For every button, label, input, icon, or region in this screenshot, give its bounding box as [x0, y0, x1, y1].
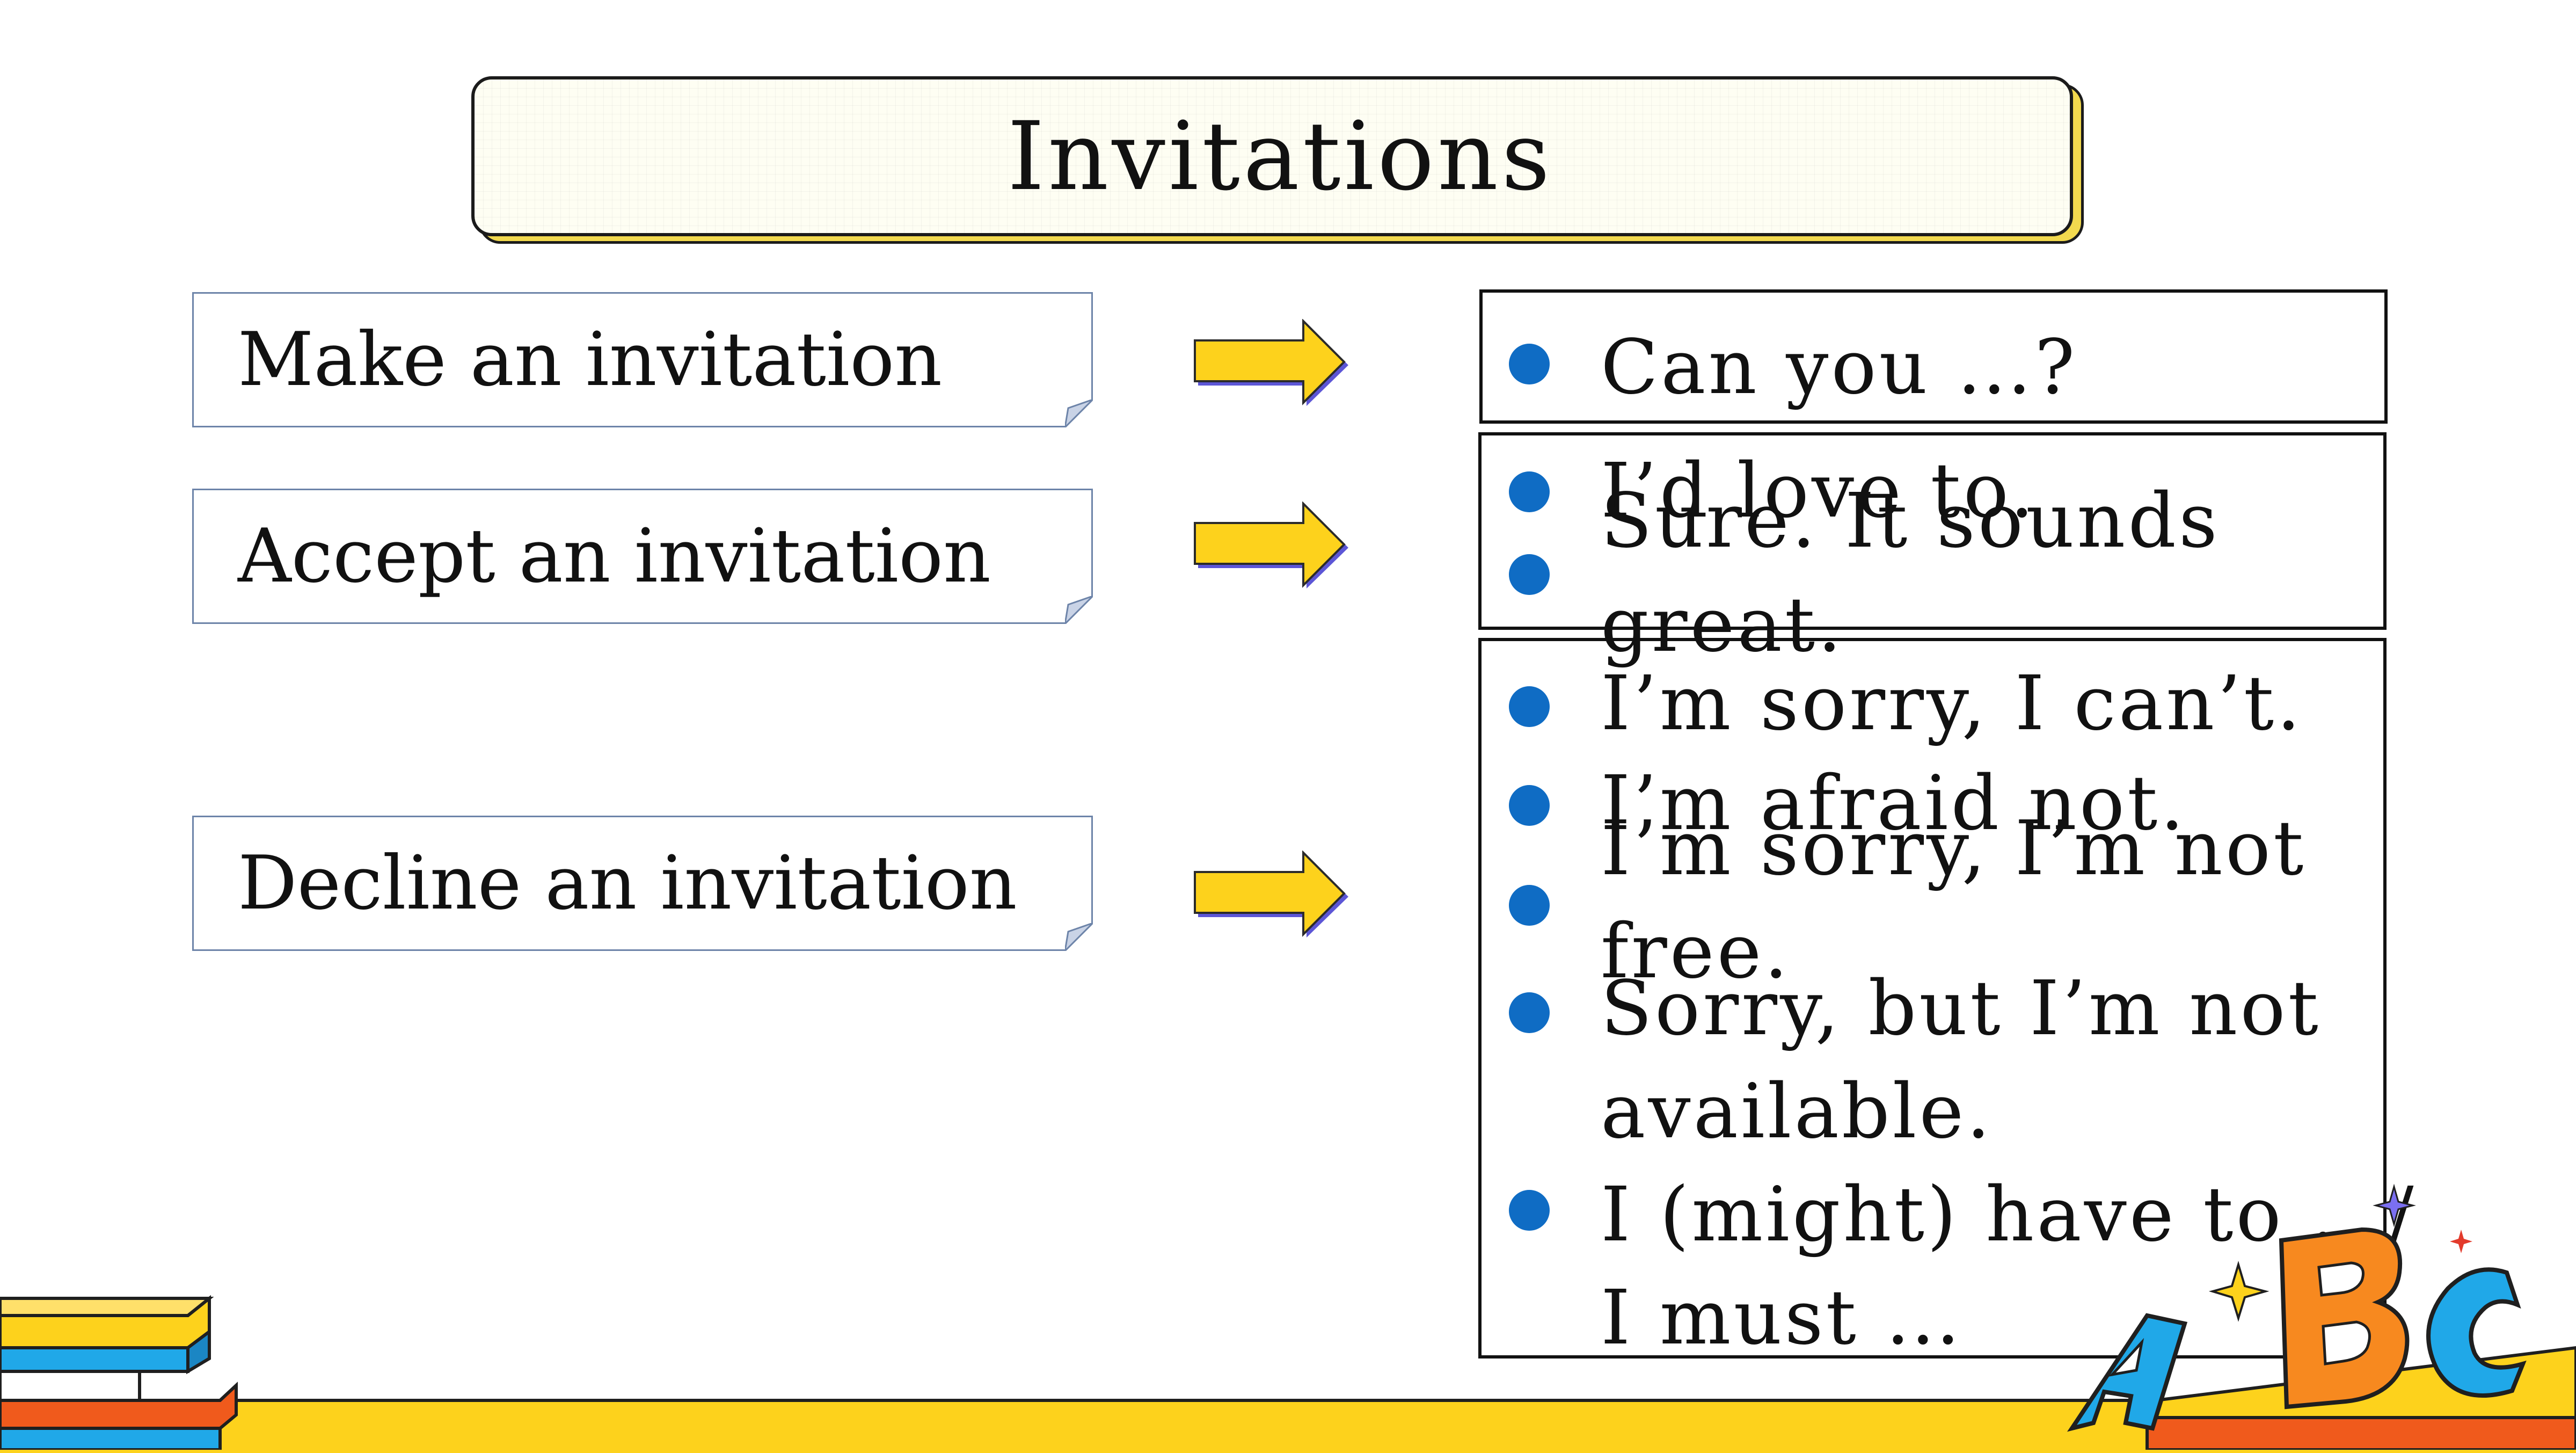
bullet-dot-icon	[1509, 785, 1550, 826]
decline-phrases-box	[1478, 638, 2387, 1358]
make-phrase: Can you …?	[1601, 324, 2078, 411]
label-text: Accept an invitation	[238, 513, 991, 599]
abc-letters-icon	[2067, 1183, 2576, 1450]
label-accept-invitation: Accept an invitation	[192, 489, 1093, 624]
bullet-dot-icon	[1509, 885, 1550, 926]
accept-phrase: great.	[1601, 582, 1844, 669]
decline-phrase: free.	[1601, 908, 1791, 996]
right-arrow-icon	[1194, 502, 1348, 589]
label-decline-invitation: Decline an invitation	[192, 816, 1093, 951]
right-arrow-icon	[1194, 851, 1348, 938]
page-curl-icon	[1065, 923, 1093, 951]
bullet-dot-icon	[1509, 1190, 1550, 1231]
decline-phrase: I’m afraid not.	[1601, 760, 2187, 847]
decline-phrase: I’m sorry, I can’t.	[1601, 660, 2303, 747]
accept-phrase: Sure. It sounds	[1601, 477, 2220, 565]
bullet-dot-icon	[1509, 471, 1550, 512]
make-phrases-box	[1479, 289, 2388, 424]
books-stack-icon	[0, 1295, 238, 1450]
decline-phrase: I’m sorry, I’m not	[1601, 805, 2307, 892]
right-arrow-icon	[1194, 319, 1348, 406]
title-banner: Invitations	[471, 76, 2073, 236]
accept-phrases-box	[1478, 432, 2387, 630]
label-make-invitation: Make an invitation	[192, 292, 1093, 427]
page-curl-icon	[1065, 399, 1093, 427]
decline-phrase: I (might) have to …/	[1601, 1171, 2417, 1259]
page-title: Invitations	[1007, 101, 1553, 212]
page-curl-icon	[1065, 596, 1093, 624]
bullet-dot-icon	[1509, 686, 1550, 727]
decline-phrase: Sorry, but I’m not	[1601, 965, 2321, 1052]
accept-phrase: I’d love to.	[1601, 447, 2037, 535]
bullet-dot-icon	[1509, 344, 1550, 384]
bullet-dot-icon	[1509, 992, 1550, 1033]
label-text: Decline an invitation	[238, 840, 1017, 926]
decline-phrase: I must …	[1601, 1274, 1964, 1362]
label-text: Make an invitation	[238, 316, 943, 403]
bullet-dot-icon	[1509, 554, 1550, 595]
decline-phrase: available.	[1601, 1068, 1993, 1156]
